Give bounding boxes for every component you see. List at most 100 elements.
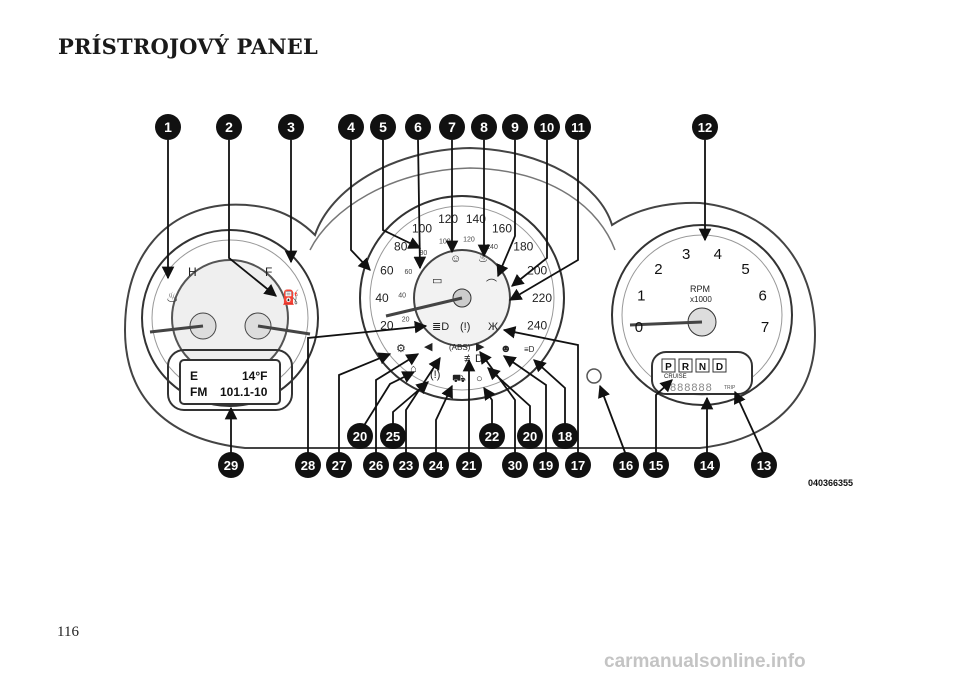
speed-tick-label: 160 [492, 222, 512, 236]
callout-number: 27 [332, 458, 346, 473]
gear-letter: R [682, 362, 690, 373]
callout-number: 15 [649, 458, 663, 473]
gear-box [661, 358, 676, 373]
speed-tick-label: 240 [527, 318, 547, 332]
callout-number: 30 [508, 458, 522, 473]
speed-inner-label: 120 [463, 236, 475, 243]
rpm-label: RPM [690, 284, 710, 294]
turn-right-icon: ▶ [476, 341, 485, 353]
rpm-tick-label: 0 [635, 319, 643, 336]
rpm-unit: x1000 [690, 295, 712, 304]
speed-tick-label: 200 [527, 264, 547, 278]
speed-tick-label: 140 [466, 212, 486, 226]
callout-number: 14 [700, 458, 715, 473]
callout-bottom-5: 24 [423, 452, 449, 478]
oil-can-icon: ⌒ [486, 278, 497, 291]
callout-number: 6 [414, 119, 422, 135]
leader-lines [161, 139, 765, 456]
callout-number: 4 [347, 119, 355, 135]
high-beam-icon: ≣D [432, 321, 449, 333]
callout-bottom-4: 23 [393, 452, 419, 478]
callout-top-1: 2 [216, 114, 242, 140]
temp-hot-label: H [188, 265, 197, 279]
watermark: carmanualsonline.info [604, 651, 806, 672]
callout-top-4: 5 [370, 114, 396, 140]
rpm-tick-label: 7 [761, 319, 769, 336]
speed-inner-label: 20 [402, 317, 410, 324]
fuel-full-label: F [265, 265, 272, 279]
callout-bottom-13: 13 [751, 452, 777, 478]
callout-top-11: 12 [692, 114, 718, 140]
outside-temp: 14°F [242, 369, 267, 383]
callout-number: 11 [571, 120, 585, 135]
reset-knob [586, 368, 602, 384]
page-title: PRÍSTROJOVÝ PANEL [58, 34, 318, 59]
master-warning-icon: (!) [430, 369, 440, 381]
rpm-tick-label: 4 [714, 246, 722, 263]
callout-bottom-0: 29 [218, 452, 244, 478]
callout-number: 28 [301, 458, 315, 473]
callout-number: 8 [480, 119, 488, 135]
callout-top-10: 11 [565, 114, 591, 140]
callout-number: 7 [448, 119, 456, 135]
brake-warning-icon: (!) [460, 321, 470, 333]
callout-number: 23 [399, 458, 413, 473]
skid-icon: ⛟ [452, 373, 466, 385]
rpm-tick-label: 6 [758, 288, 766, 305]
coolant-icon: ♨ [166, 289, 179, 305]
traction-icon: ⚙ [396, 343, 406, 355]
gear-box [695, 358, 710, 373]
rpm-tick-label: 1 [637, 288, 645, 305]
rpm-tick-label: 2 [654, 261, 662, 278]
callout-bottom-3: 26 [363, 452, 389, 478]
callout-bottom-6: 21 [456, 452, 482, 478]
callout-top-5: 6 [405, 114, 431, 140]
callout-top-9: 10 [534, 114, 560, 140]
turn-left-icon: ◀ [424, 341, 433, 353]
rpm-tick-label: 5 [741, 261, 749, 278]
callout-top-3: 4 [338, 114, 364, 140]
callout-mid-0: 20 [347, 423, 373, 449]
callout-bottom-7: 30 [502, 452, 528, 478]
callout-bottom-11: 15 [643, 452, 669, 478]
callout-bottom-10: 16 [613, 452, 639, 478]
gear-box [678, 358, 693, 373]
callout-mid-4: 18 [552, 423, 578, 449]
speed-inner-label: 60 [404, 269, 412, 276]
callout-number: 1 [164, 119, 172, 135]
speed-tick-label: 60 [380, 264, 394, 278]
callout-number: 19 [539, 458, 553, 473]
tachometer [611, 224, 793, 406]
fog-icon: ≡D [524, 345, 535, 354]
speedometer [359, 195, 565, 401]
speed-tick-label: 120 [438, 212, 458, 226]
fog-front-icon: ≢D [464, 353, 483, 365]
callout-number: 21 [462, 458, 476, 473]
speed-tick-label: 220 [532, 291, 552, 305]
callout-number: 2 [225, 119, 233, 135]
gear-letter: N [699, 362, 706, 373]
speed-inner-label: 80 [420, 250, 428, 257]
battery-icon: ▭ [432, 275, 442, 287]
callout-number: 12 [698, 120, 712, 135]
callout-number: 13 [757, 458, 771, 473]
gear-letter: P [665, 362, 672, 373]
callout-number: 26 [369, 458, 383, 473]
fuel-empty-label: E [190, 369, 198, 383]
warning-icons: ≣D (!) Ж ⚙ ◀ (ABS) ▶ ☻ ≡D ⌂ (!) ⛟ ≢D ○ ☺… [396, 253, 535, 385]
speed-tick-label: 80 [394, 240, 408, 254]
speed-inner-label: 40 [398, 293, 406, 300]
page-number: 116 [57, 624, 79, 640]
callout-top-0: 1 [155, 114, 181, 140]
oil-icon: ♨ [478, 253, 488, 265]
trip-label: TRIP [724, 385, 736, 391]
gear-letter: D [716, 362, 723, 373]
security-icon: ○ [476, 373, 483, 385]
airbag-icon: ☺ [450, 253, 461, 265]
